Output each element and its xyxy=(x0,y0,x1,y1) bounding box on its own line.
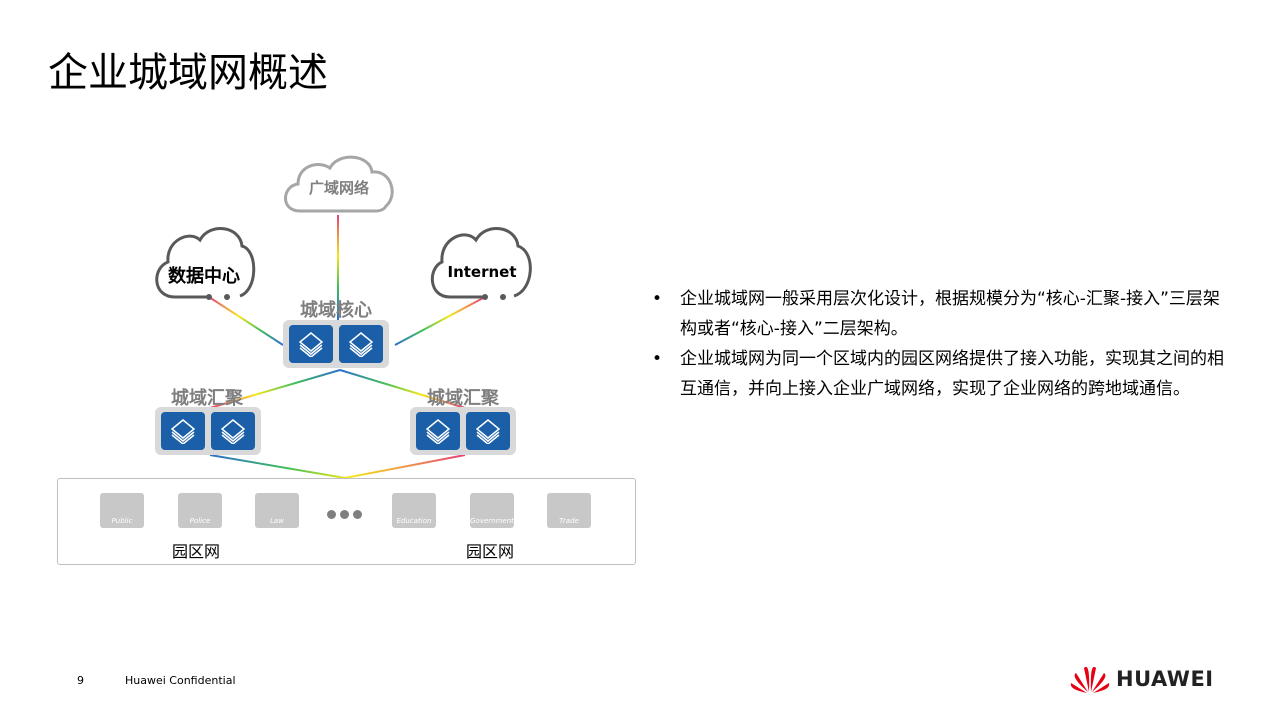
building-law-icon: Law xyxy=(255,493,299,528)
campus-network-area xyxy=(57,478,636,565)
wan-cloud-label: 广域网络 xyxy=(308,179,369,197)
agg-left-switch-group xyxy=(155,407,261,455)
core-switch-group xyxy=(283,320,389,368)
building-trade-icon: Trade xyxy=(547,493,591,528)
agg-right-switch-group xyxy=(410,407,516,455)
building-public-icon: Public xyxy=(100,493,144,528)
bullet-list: 企业城域网一般采用层次化设计，根据规模分为“核心-汇聚-接入”三层架构或者“核心… xyxy=(652,284,1232,404)
campus-left-label: 园区网 xyxy=(172,542,221,561)
campus-right-label: 园区网 xyxy=(466,542,515,561)
agg-right-label: 城域汇聚 xyxy=(427,388,499,409)
huawei-flower-icon xyxy=(1070,666,1110,693)
datacenter-cloud-icon xyxy=(155,227,256,299)
switch-icon xyxy=(161,412,205,450)
ellipsis-icon xyxy=(327,510,362,519)
switch-icon xyxy=(339,325,383,363)
switch-icon xyxy=(416,412,460,450)
building-police-icon: Police xyxy=(178,493,222,528)
switch-icon xyxy=(211,412,255,450)
brand-name: HUAWEI xyxy=(1116,667,1214,691)
switch-icon xyxy=(466,412,510,450)
building-education-icon: Education xyxy=(392,493,436,528)
huawei-logo: HUAWEI xyxy=(1070,664,1214,694)
datacenter-cloud-label: 数据中心 xyxy=(168,266,240,287)
page-number: 9 xyxy=(77,674,84,687)
bullet-item: 企业城域网为同一个区域内的园区网络提供了接入功能，实现其之间的相互通信，并向上接… xyxy=(652,344,1232,404)
internet-cloud-label: Internet xyxy=(447,263,517,281)
building-government-icon: Government xyxy=(470,493,514,528)
confidential-label: Huawei Confidential xyxy=(125,674,236,687)
switch-icon xyxy=(289,325,333,363)
page-title: 企业城域网概述 xyxy=(48,50,328,96)
agg-left-label: 城域汇聚 xyxy=(171,388,243,409)
internet-cloud-icon xyxy=(430,227,532,299)
core-label: 城域核心 xyxy=(300,300,372,321)
bullet-item: 企业城域网一般采用层次化设计，根据规模分为“核心-汇聚-接入”三层架构或者“核心… xyxy=(652,284,1232,344)
wan-cloud-icon xyxy=(284,155,394,213)
